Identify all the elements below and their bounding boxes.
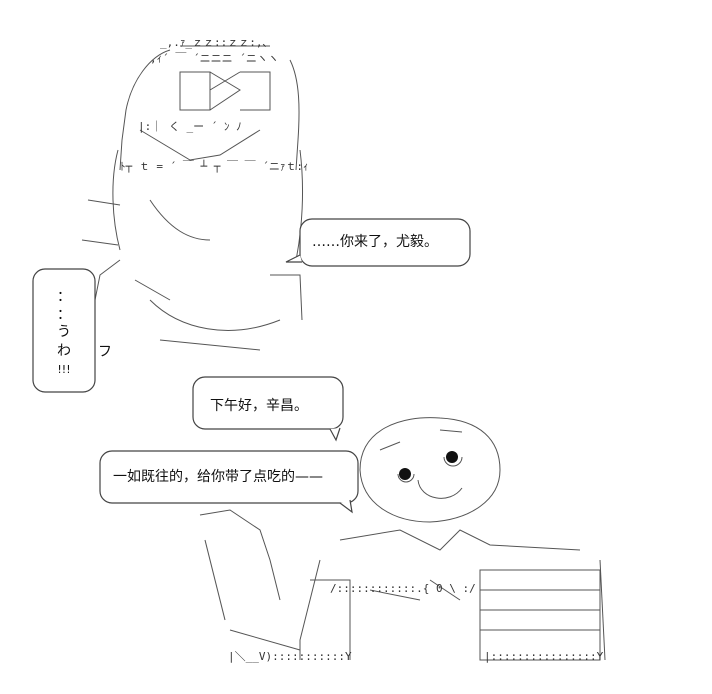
bubble-text-gift: 一如既往的，给你带了点吃的—— [113, 469, 323, 485]
bubble-text-surprise-5: !!! [57, 363, 71, 376]
bubble-greeting [192, 376, 344, 430]
ascii-chest: ﾄ┬ ｔ = ´ ￣ ┴ ┬ ￣ ￣ ´ニｧｔ:ｨ [120, 160, 309, 173]
bubble-gift [99, 450, 359, 504]
bubble-text-surprise-4: わ [57, 343, 71, 359]
ascii-arm-left: |＼__V):::::::::::Y [228, 650, 352, 663]
bubble-text-greeting: 下午好，辛昌。 [210, 398, 308, 414]
bubble-you-came [299, 218, 471, 267]
ascii-desk-right: |::::::::::::::::Y [484, 650, 604, 663]
bubble-surprise [32, 268, 96, 393]
ascii-helmet-row: ,ｨ´ ￣ ´ニニニ ´ニヽヽ [150, 52, 279, 65]
bubble-text-surprise-3: う [57, 324, 71, 340]
ascii-visor: |:｜ く _ー ´ ﾝ ﾉ [138, 120, 242, 133]
left-eye [399, 468, 411, 480]
bubble-text-surprise-1: ： [57, 289, 71, 305]
bubble-tail-fu: フ [98, 344, 112, 360]
ascii-helmet-top: _,.ｧ_ｚｚ::ｚｚ:,､ [160, 36, 268, 49]
bubble-text-you-came: ……你来了，尤毅。 [312, 234, 438, 250]
right-eye [446, 451, 458, 463]
ascii-body-lines: /::::::::::::.{ 0 \ :/ [330, 582, 476, 595]
bubble-text-surprise-2: ： [57, 307, 71, 323]
